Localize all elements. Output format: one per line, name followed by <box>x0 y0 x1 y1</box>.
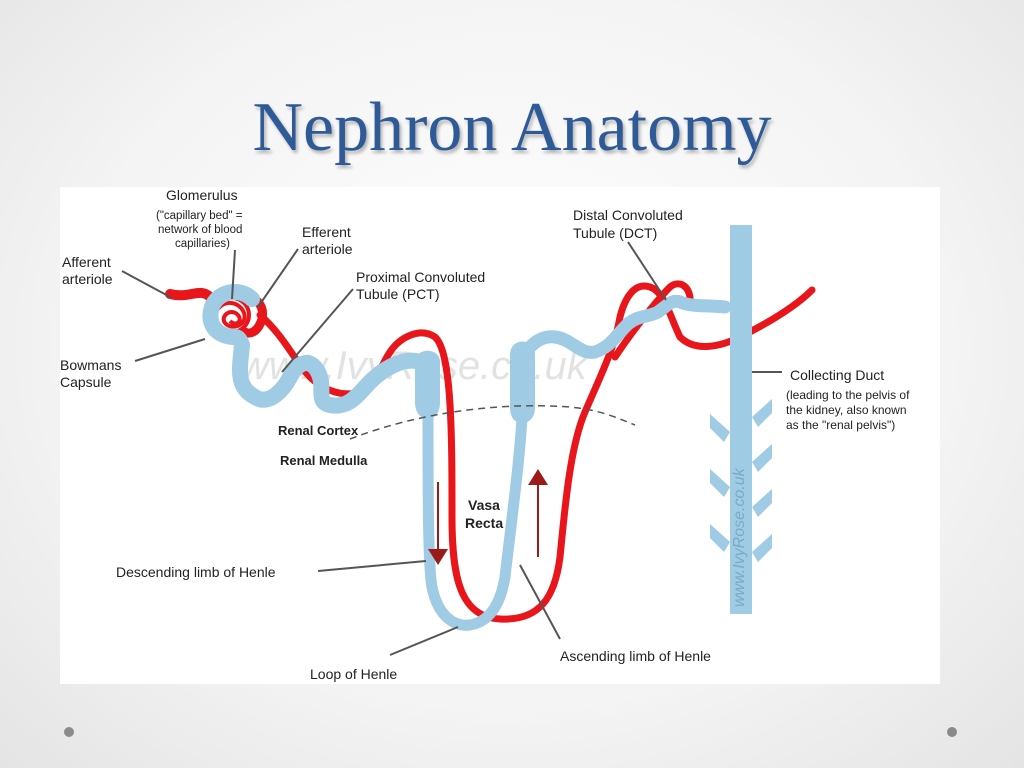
nephron-diagram: www.IvyRose.co.uk <box>60 187 940 684</box>
label-loop-of-henle: Loop of Henle <box>310 666 397 682</box>
label-collecting-duct: Collecting Duct <box>790 367 884 383</box>
label-vasa-recta: Vasa <box>468 497 500 513</box>
renal-tubule <box>202 284 732 631</box>
label-glomerulus-note-1: ("capillary bed" = <box>156 210 243 222</box>
label-ascending-limb: Ascending limb of Henle <box>560 648 711 664</box>
leader-lines <box>121 241 782 656</box>
vasa-recta-vessel <box>611 280 694 361</box>
limb-bulbs <box>415 341 535 423</box>
label-pct: Proximal Convoluted <box>356 269 485 285</box>
ascending-limb <box>499 411 528 583</box>
proximal-convoluted-tubule <box>232 337 428 414</box>
label-vasa-recta-2: Recta <box>465 515 503 531</box>
label-collecting-note-3: as the "renal pelvis") <box>786 418 895 432</box>
label-descending-limb: Descending limb of Henle <box>116 564 276 580</box>
watermark-vertical: www.IvyRose.co.uk <box>731 467 748 607</box>
distal-convoluted-tubule <box>515 294 732 369</box>
collecting-duct <box>710 225 772 614</box>
label-afferent: Afferent <box>62 254 111 270</box>
left-corner-dot <box>64 727 74 737</box>
label-renal-cortex: Renal Cortex <box>278 423 359 438</box>
label-bowmans: Bowmans <box>60 357 121 373</box>
label-glomerulus: Glomerulus <box>166 187 238 203</box>
descending-limb <box>422 411 511 631</box>
diagram-labels: Glomerulus ("capillary bed" = network of… <box>60 187 910 682</box>
label-bowmans-2: Capsule <box>60 374 112 390</box>
label-efferent: Efferent <box>302 224 351 240</box>
label-glomerulus-note-2: network of blood <box>158 224 242 236</box>
cortex-medulla-boundary <box>349 405 636 440</box>
label-efferent-2: arteriole <box>302 241 353 257</box>
label-dct: Distal Convoluted <box>573 207 683 223</box>
label-pct-2: Tubule (PCT) <box>356 286 440 302</box>
label-collecting-note-2: the kidney, also known <box>786 403 907 417</box>
label-renal-medulla: Renal Medulla <box>280 453 368 468</box>
slide-title: Nephron Anatomy <box>252 89 772 166</box>
label-dct-2: Tubule (DCT) <box>573 225 657 241</box>
right-corner-dot <box>947 727 957 737</box>
label-glomerulus-note-3: capillaries) <box>175 238 230 250</box>
label-collecting-note-1: (leading to the pelvis of <box>786 388 910 402</box>
label-afferent-2: arteriole <box>62 271 113 287</box>
nephron-illustration: www.IvyRose.co.uk <box>60 187 910 682</box>
